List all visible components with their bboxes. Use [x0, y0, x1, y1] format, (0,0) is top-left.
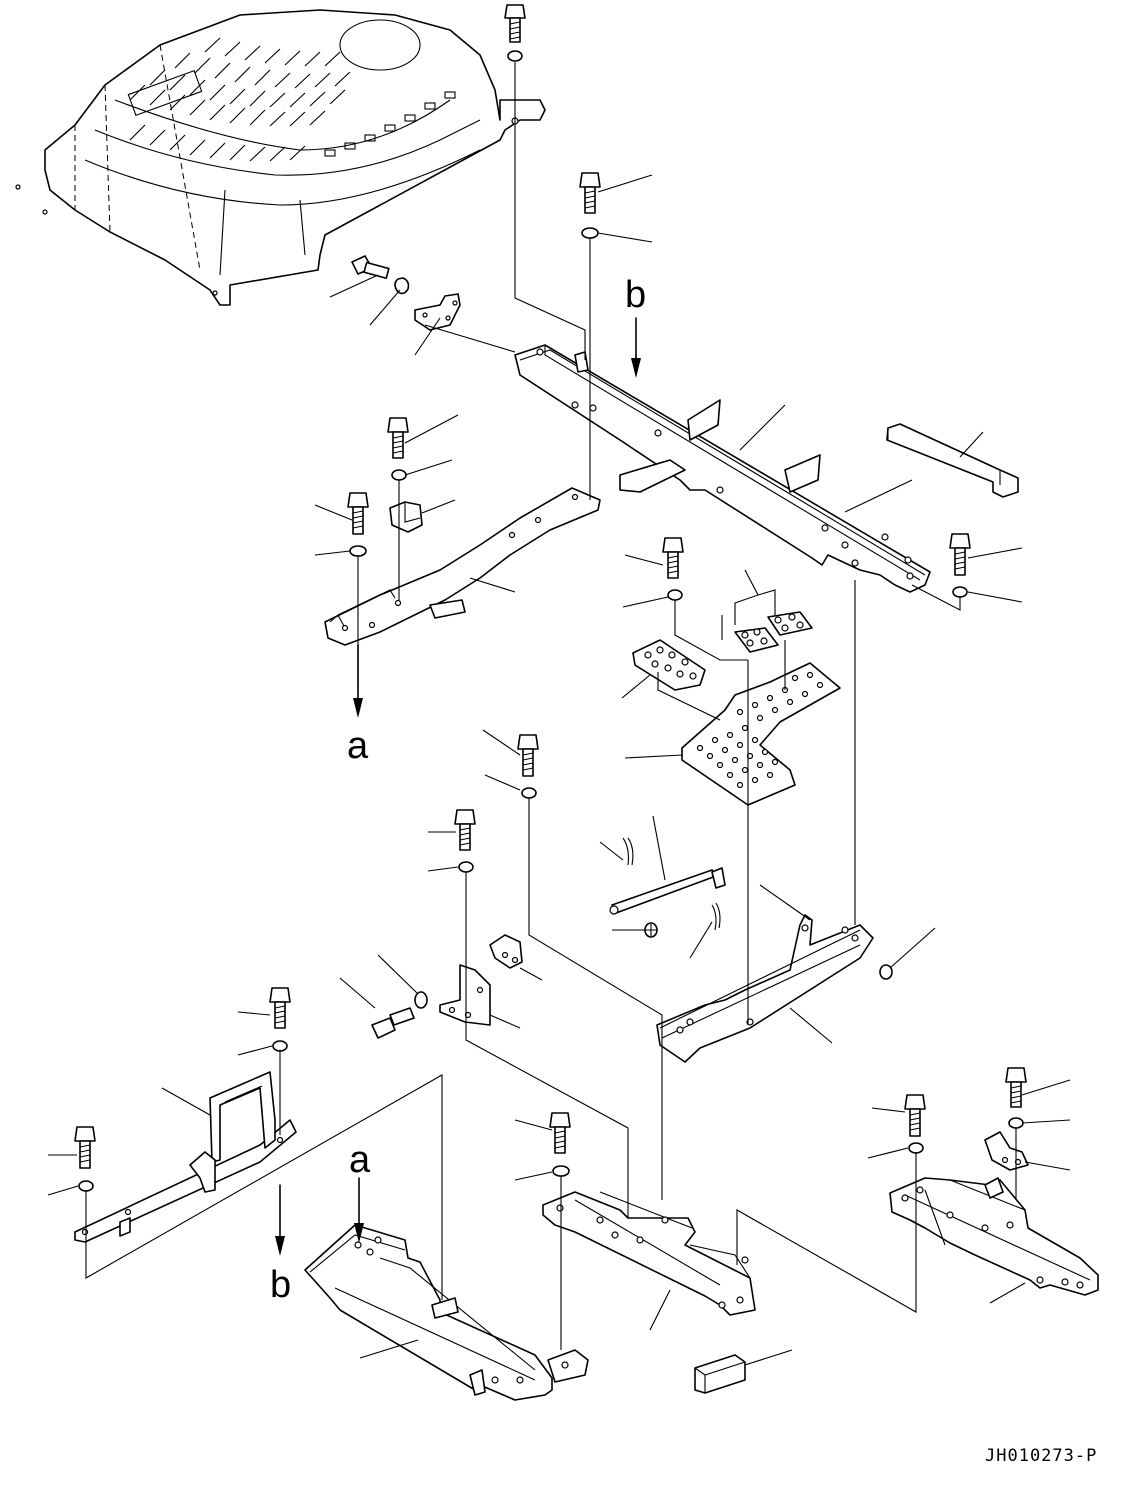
hood-bracket: [414, 293, 461, 331]
bolt-step-plate: [662, 537, 684, 601]
rod-assembly: [609, 837, 726, 938]
bolt-center-mid: [517, 734, 539, 799]
bolt-lower-right-b: [1005, 1067, 1027, 1129]
bolt-lower-left-b: [74, 1126, 96, 1192]
hood-louvers: [129, 37, 351, 162]
bolt-top-center: [504, 4, 526, 62]
upper-right-bar: [886, 423, 1019, 498]
view-label-b-lower: b: [270, 1264, 291, 1306]
seat-handle-rail: [74, 1071, 297, 1243]
rail-clip: [389, 501, 423, 533]
lower-middle-frame: [542, 1191, 756, 1316]
nut-right: [879, 964, 893, 980]
view-arrow-a-upper: [353, 644, 363, 718]
assembly-lines: [85, 62, 1017, 1350]
left-upper-rail: [324, 487, 601, 646]
leader-lines: [47, 174, 1071, 1366]
right-clip-bracket: [984, 1131, 1029, 1171]
small-step-pad-b: [767, 611, 813, 636]
bolt-lower-left-a: [269, 987, 291, 1052]
view-arrow-b-lower: [275, 1184, 285, 1256]
bolt-right-side: [949, 533, 971, 598]
lower-left-frame: [304, 1224, 589, 1401]
view-label-a-lower: a: [349, 1139, 371, 1181]
view-label-b-upper: b: [625, 274, 646, 316]
rubber-block: [694, 1354, 746, 1394]
view-arrow-b-upper: [631, 317, 641, 378]
upper-cross-beam: [514, 344, 931, 593]
bolt-horizontal: [371, 991, 428, 1039]
lower-right-frame: [889, 1177, 1099, 1296]
lower-cross-member: [656, 914, 874, 1063]
floor-step-plate: [681, 662, 841, 806]
view-label-a-upper: a: [347, 725, 369, 767]
bolt-bracket-left: [454, 809, 476, 873]
engine-hood-cover: [15, 9, 546, 306]
step-pad-large: [632, 639, 706, 691]
small-step-pad-a: [734, 627, 779, 653]
bolt-left-rail-b: [347, 492, 369, 557]
l-bracket: [439, 964, 491, 1026]
drawing-code: JH010273-P: [985, 1446, 1097, 1466]
small-bracket-mid: [489, 934, 523, 969]
view-arrow-a-lower: [354, 1177, 364, 1243]
washer-top-center: [507, 50, 523, 62]
bolt-beam-top: [579, 172, 601, 239]
bolt-lower-right-a: [904, 1094, 926, 1154]
bolt-lower-mid: [549, 1112, 571, 1177]
bolt-left-pivot: [351, 255, 410, 295]
bolt-left-rail-a: [387, 417, 409, 481]
